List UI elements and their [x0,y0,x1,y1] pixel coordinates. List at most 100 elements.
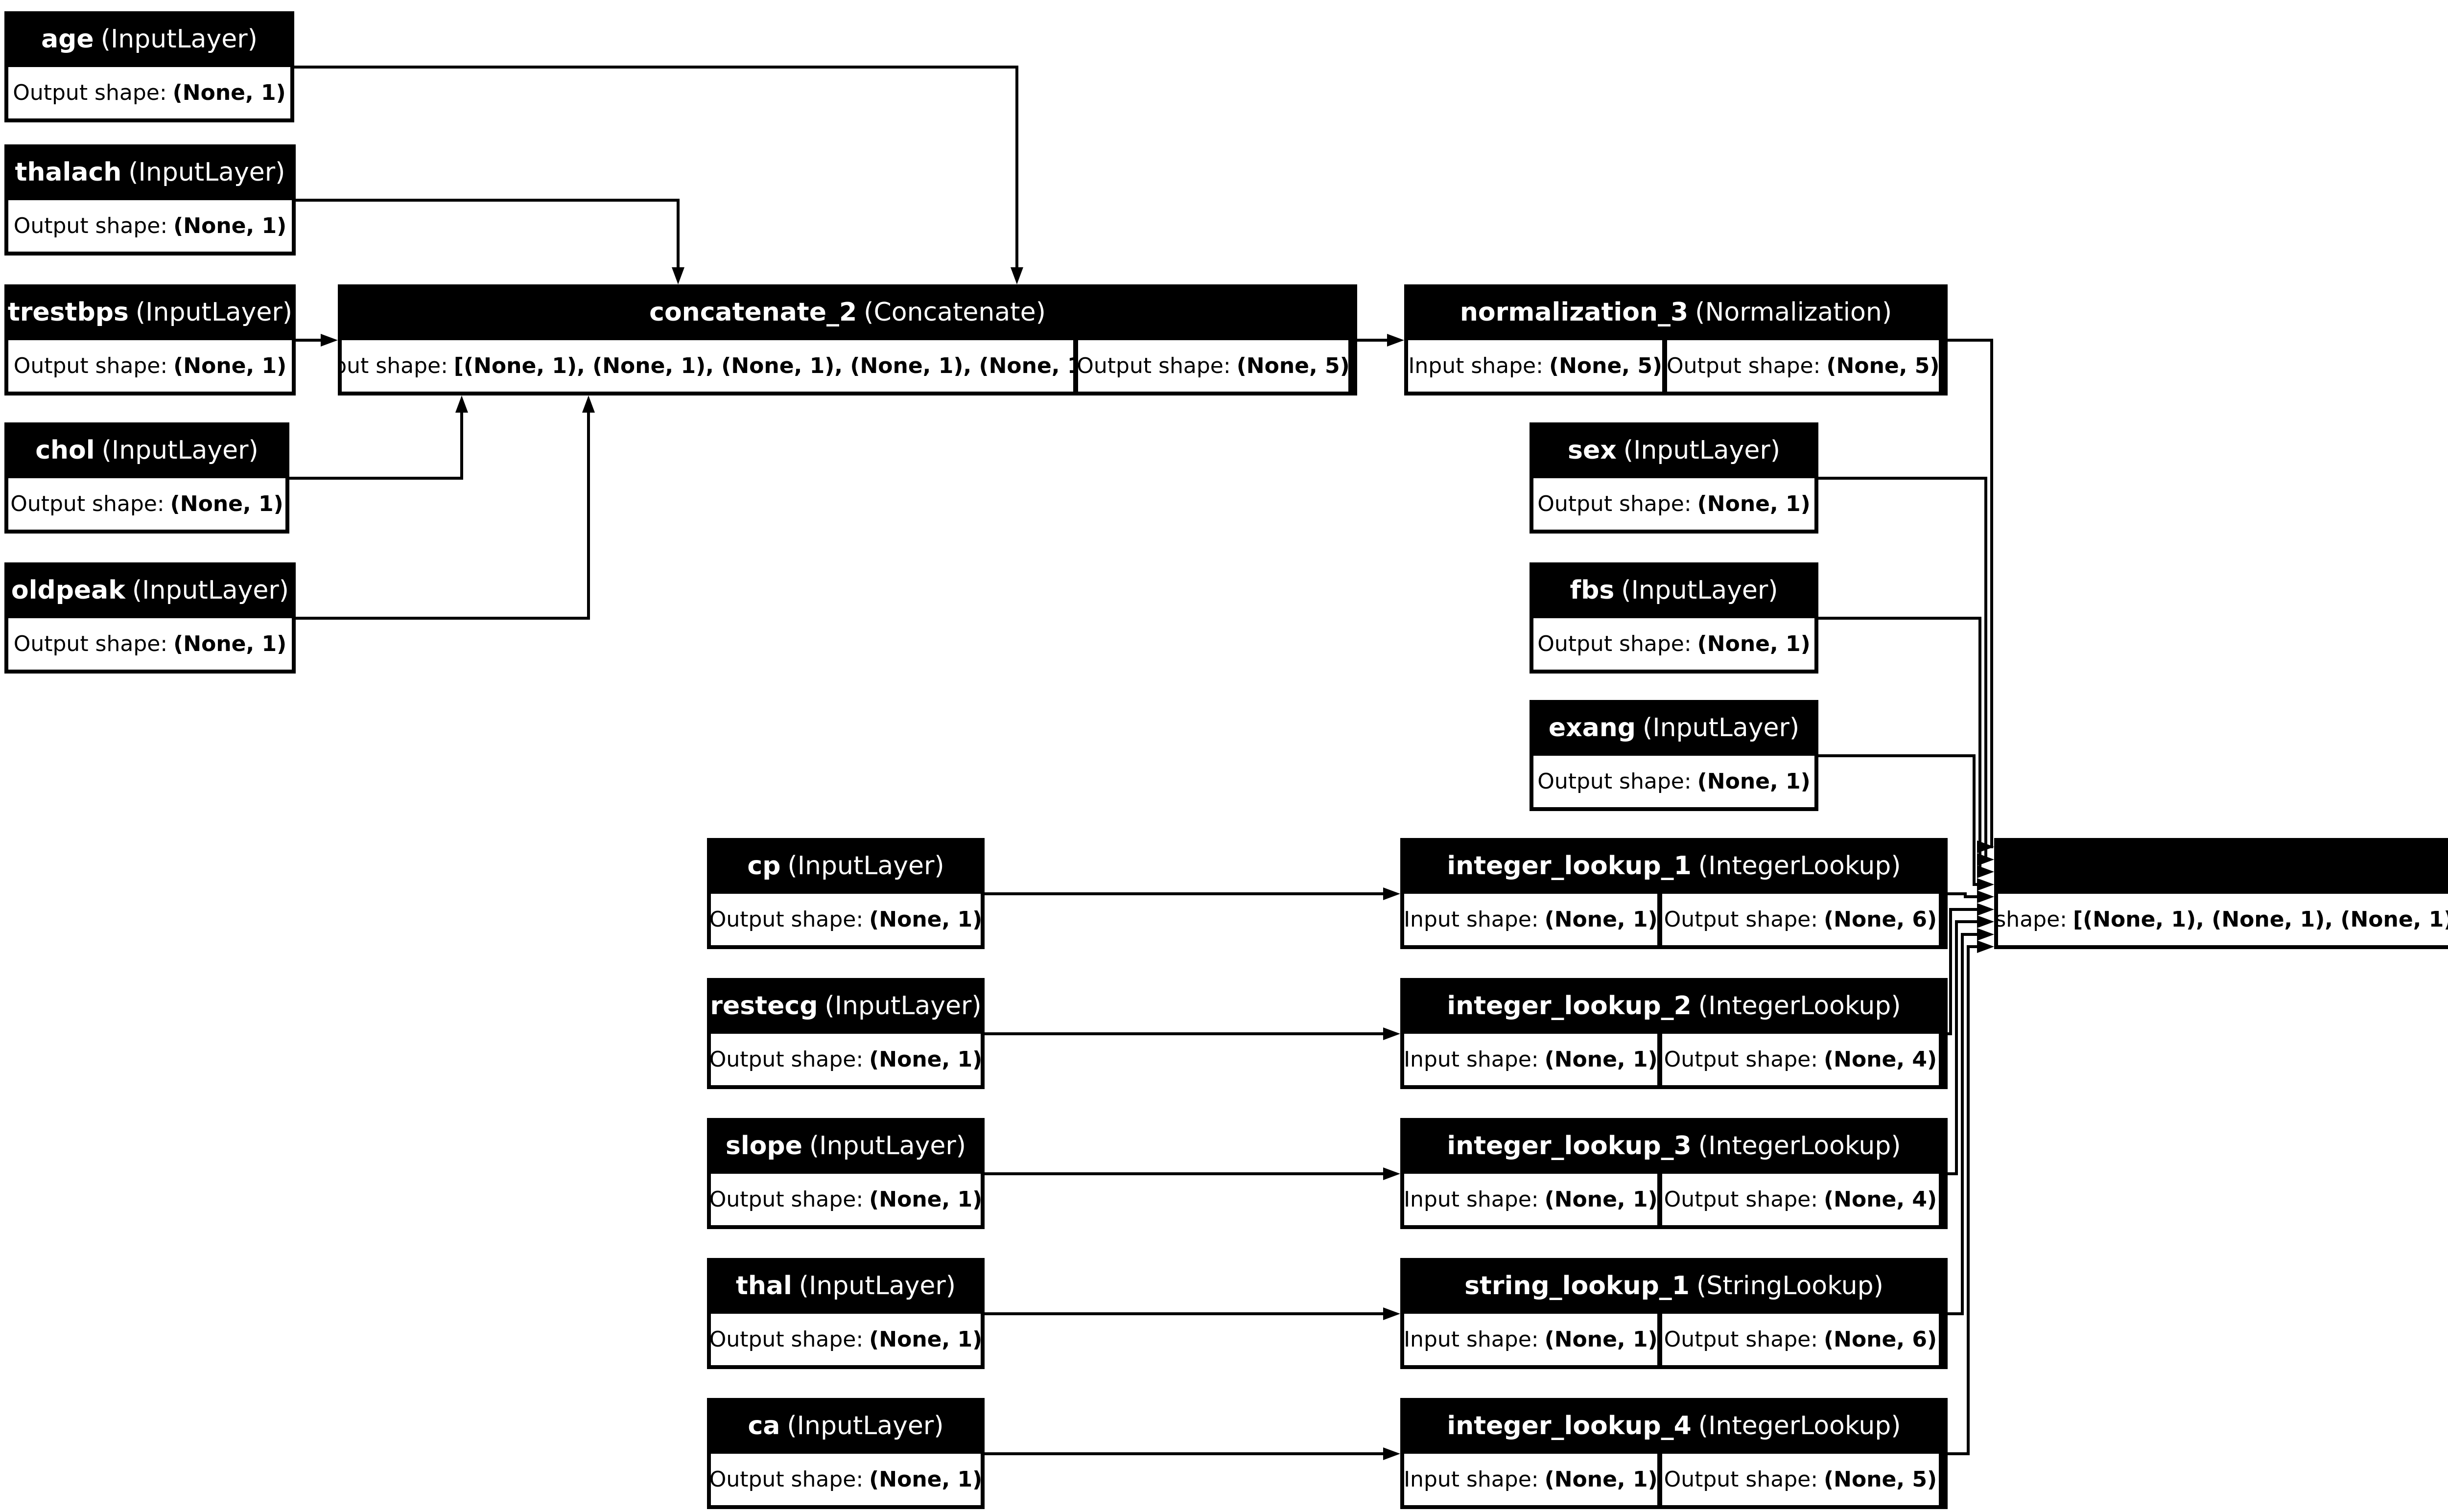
shape-value: [(None, 1), (None, 1), (None, 1), (None,… [2072,907,2448,932]
node-trestbps: trestbps(InputLayer)Output shape:(None, … [4,284,296,395]
node-integer_lookup_4: integer_lookup_4(IntegerLookup)Input sha… [1400,1398,1948,1509]
edge-cp-integer_lookup_1 [985,887,1400,900]
node-title-integer_lookup_4: integer_lookup_4(IntegerLookup) [1400,1398,1948,1454]
arrowhead-icon [1977,915,1994,928]
output-shape-cell-restecg: Output shape:(None, 1) [711,1034,981,1085]
shape-label: Output shape: [1664,1327,1818,1352]
shape-label: Output shape: [13,80,167,105]
layer-class: (IntegerLookup) [1698,1411,1901,1441]
node-body-integer_lookup_3: Input shape:(None, 1)Output shape:(None,… [1404,1174,1944,1225]
shape-value: (None, 6) [1824,1327,1937,1352]
node-body-chol: Output shape:(None, 1) [8,478,285,530]
node-body-normalization_3: Input shape:(None, 5)Output shape:(None,… [1408,340,1944,392]
shape-value: (None, 1) [1697,769,1811,794]
layer-class: (InputLayer) [787,851,944,881]
node-body-string_lookup_1: Input shape:(None, 1) Output shape:(None,… [1404,1314,1944,1365]
shape-value: (None, 1) [1544,907,1657,932]
node-title-integer_lookup_3: integer_lookup_3(IntegerLookup) [1400,1118,1948,1174]
layer-class: (InputLayer) [809,1131,966,1161]
edge-integer_lookup_1-concatenate_3 [1948,890,1994,903]
edge-age-concatenate_2 [294,66,1023,284]
layer-name: thal [736,1271,792,1301]
output-shape-cell-sex: Output shape:(None, 1) [1533,478,1814,530]
arrowhead-icon [1383,887,1400,900]
edge-slope-integer_lookup_3 [985,1167,1400,1180]
shape-label: Output shape: [1078,353,1231,378]
shape-label: Output shape: [1664,1047,1818,1072]
node-body-concatenate_3: Input shape:[(None, 1), (None, 1), (None… [1998,894,2448,945]
layer-name: fbs [1570,576,1615,605]
output-shape-cell-integer_lookup_2: Output shape:(None, 4) [1662,1034,1939,1085]
shape-value: (None, 6) [1824,907,1937,932]
shape-label: Output shape: [1667,353,1821,378]
layer-name: integer_lookup_1 [1447,851,1692,881]
layer-class: (Concatenate) [864,298,1046,327]
layer-class: (StringLookup) [1696,1271,1883,1301]
shape-label: Output shape: [1537,491,1692,516]
edge-trestbps-concatenate_2 [296,334,338,347]
node-body-exang: Output shape:(None, 1) [1533,756,1814,807]
node-slope: slope(InputLayer) Output shape:(None, 1) [707,1118,985,1229]
node-title-integer_lookup_1: integer_lookup_1(IntegerLookup) [1400,838,1948,894]
node-title-thal: thal(InputLayer) [707,1258,985,1314]
node-chol: chol(InputLayer)Output shape:(None, 1) [4,422,289,534]
node-oldpeak: oldpeak(InputLayer)Output shape:(None, 1… [4,562,296,674]
node-body-concatenate_2: Input shape:[(None, 1), (None, 1), (None… [342,340,1353,392]
shape-value: (None, 1) [869,1467,981,1492]
node-ca: ca(InputLayer)Output shape:(None, 1) [707,1398,985,1509]
node-body-integer_lookup_2: Input shape:(None, 1)Output shape:(None,… [1404,1034,1944,1085]
node-concatenate_3: concatenate_3(Concatenate)Input shape:[(… [1994,838,2448,949]
node-cp: cp(InputLayer)Output shape:(None, 1) [707,838,985,949]
layer-name: slope [725,1131,802,1161]
node-title-exang: exang(InputLayer) [1530,700,1818,756]
layer-name: integer_lookup_4 [1447,1411,1692,1441]
node-body-fbs: Output shape:(None, 1) [1533,618,1814,670]
layer-class: (InputLayer) [132,576,289,605]
node-body-thal: Output shape:(None, 1) [711,1314,981,1365]
shape-label: Output shape: [711,1327,864,1352]
node-body-thalach: Output shape:(None, 1) [8,200,292,252]
node-concatenate_2: concatenate_2(Concatenate)Input shape:[(… [338,284,1357,395]
shape-label: Output shape: [13,631,168,656]
shape-value: (None, 5) [1824,1467,1937,1492]
shape-label: Input shape: [1404,1467,1539,1492]
node-body-restecg: Output shape:(None, 1) [711,1034,981,1085]
shape-value: (None, 5) [1236,353,1348,378]
node-restecg: restecg(InputLayer)Output shape:(None, 1… [707,978,985,1089]
node-title-age: age(InputLayer) [4,11,294,67]
node-body-integer_lookup_1: Input shape:(None, 1)Output shape:(None,… [1404,894,1944,945]
input-shape-cell-integer_lookup_2: Input shape:(None, 1) [1404,1034,1657,1085]
node-string_lookup_1: string_lookup_1(StringLookup)Input shape… [1400,1258,1948,1369]
input-shape-cell-integer_lookup_1: Input shape:(None, 1) [1404,894,1657,945]
input-shape-cell-integer_lookup_3: Input shape:(None, 1) [1404,1174,1657,1225]
shape-label: Input shape: [1998,907,2067,932]
input-shape-cell-string_lookup_1: Input shape:(None, 1) [1404,1314,1657,1365]
output-shape-cell-concatenate_2: Output shape:(None, 5) [1078,340,1348,392]
arrowhead-icon [582,395,595,413]
node-title-oldpeak: oldpeak(InputLayer) [4,562,296,618]
shape-label: Output shape: [13,353,168,378]
shape-value: (None, 1) [173,213,287,238]
input-shape-cell-integer_lookup_4: Input shape:(None, 1) [1404,1454,1657,1505]
shape-value: (None, 1) [170,491,283,516]
layer-class: (InputLayer) [1623,436,1780,465]
node-body-slope: Output shape:(None, 1) [711,1174,981,1225]
layer-class: (IntegerLookup) [1698,851,1901,881]
shape-value: (None, 5) [1549,353,1663,378]
node-thal: thal(InputLayer)Output shape:(None, 1) [707,1258,985,1369]
arrowhead-icon [1383,1307,1400,1320]
output-shape-cell-thalach: Output shape:(None, 1) [8,200,292,252]
node-title-cp: cp(InputLayer) [707,838,985,894]
node-title-integer_lookup_2: integer_lookup_2(IntegerLookup) [1400,978,1948,1034]
node-body-integer_lookup_4: Input shape:(None, 1)Output shape:(None,… [1404,1454,1944,1505]
shape-label: Input shape: [342,353,448,378]
shape-value: (None, 1) [869,907,981,932]
shape-value: [(None, 1), (None, 1), (None, 1), (None,… [453,353,1074,378]
edge-thalach-concatenate_2 [296,199,684,284]
node-exang: exang(InputLayer)Output shape:(None, 1) [1530,700,1818,811]
layer-name: trestbps [7,298,129,327]
edge-thal-string_lookup_1 [985,1307,1400,1320]
output-shape-cell-integer_lookup_3: Output shape:(None, 4) [1662,1174,1939,1225]
node-integer_lookup_1: integer_lookup_1(IntegerLookup)Input sha… [1400,838,1948,949]
